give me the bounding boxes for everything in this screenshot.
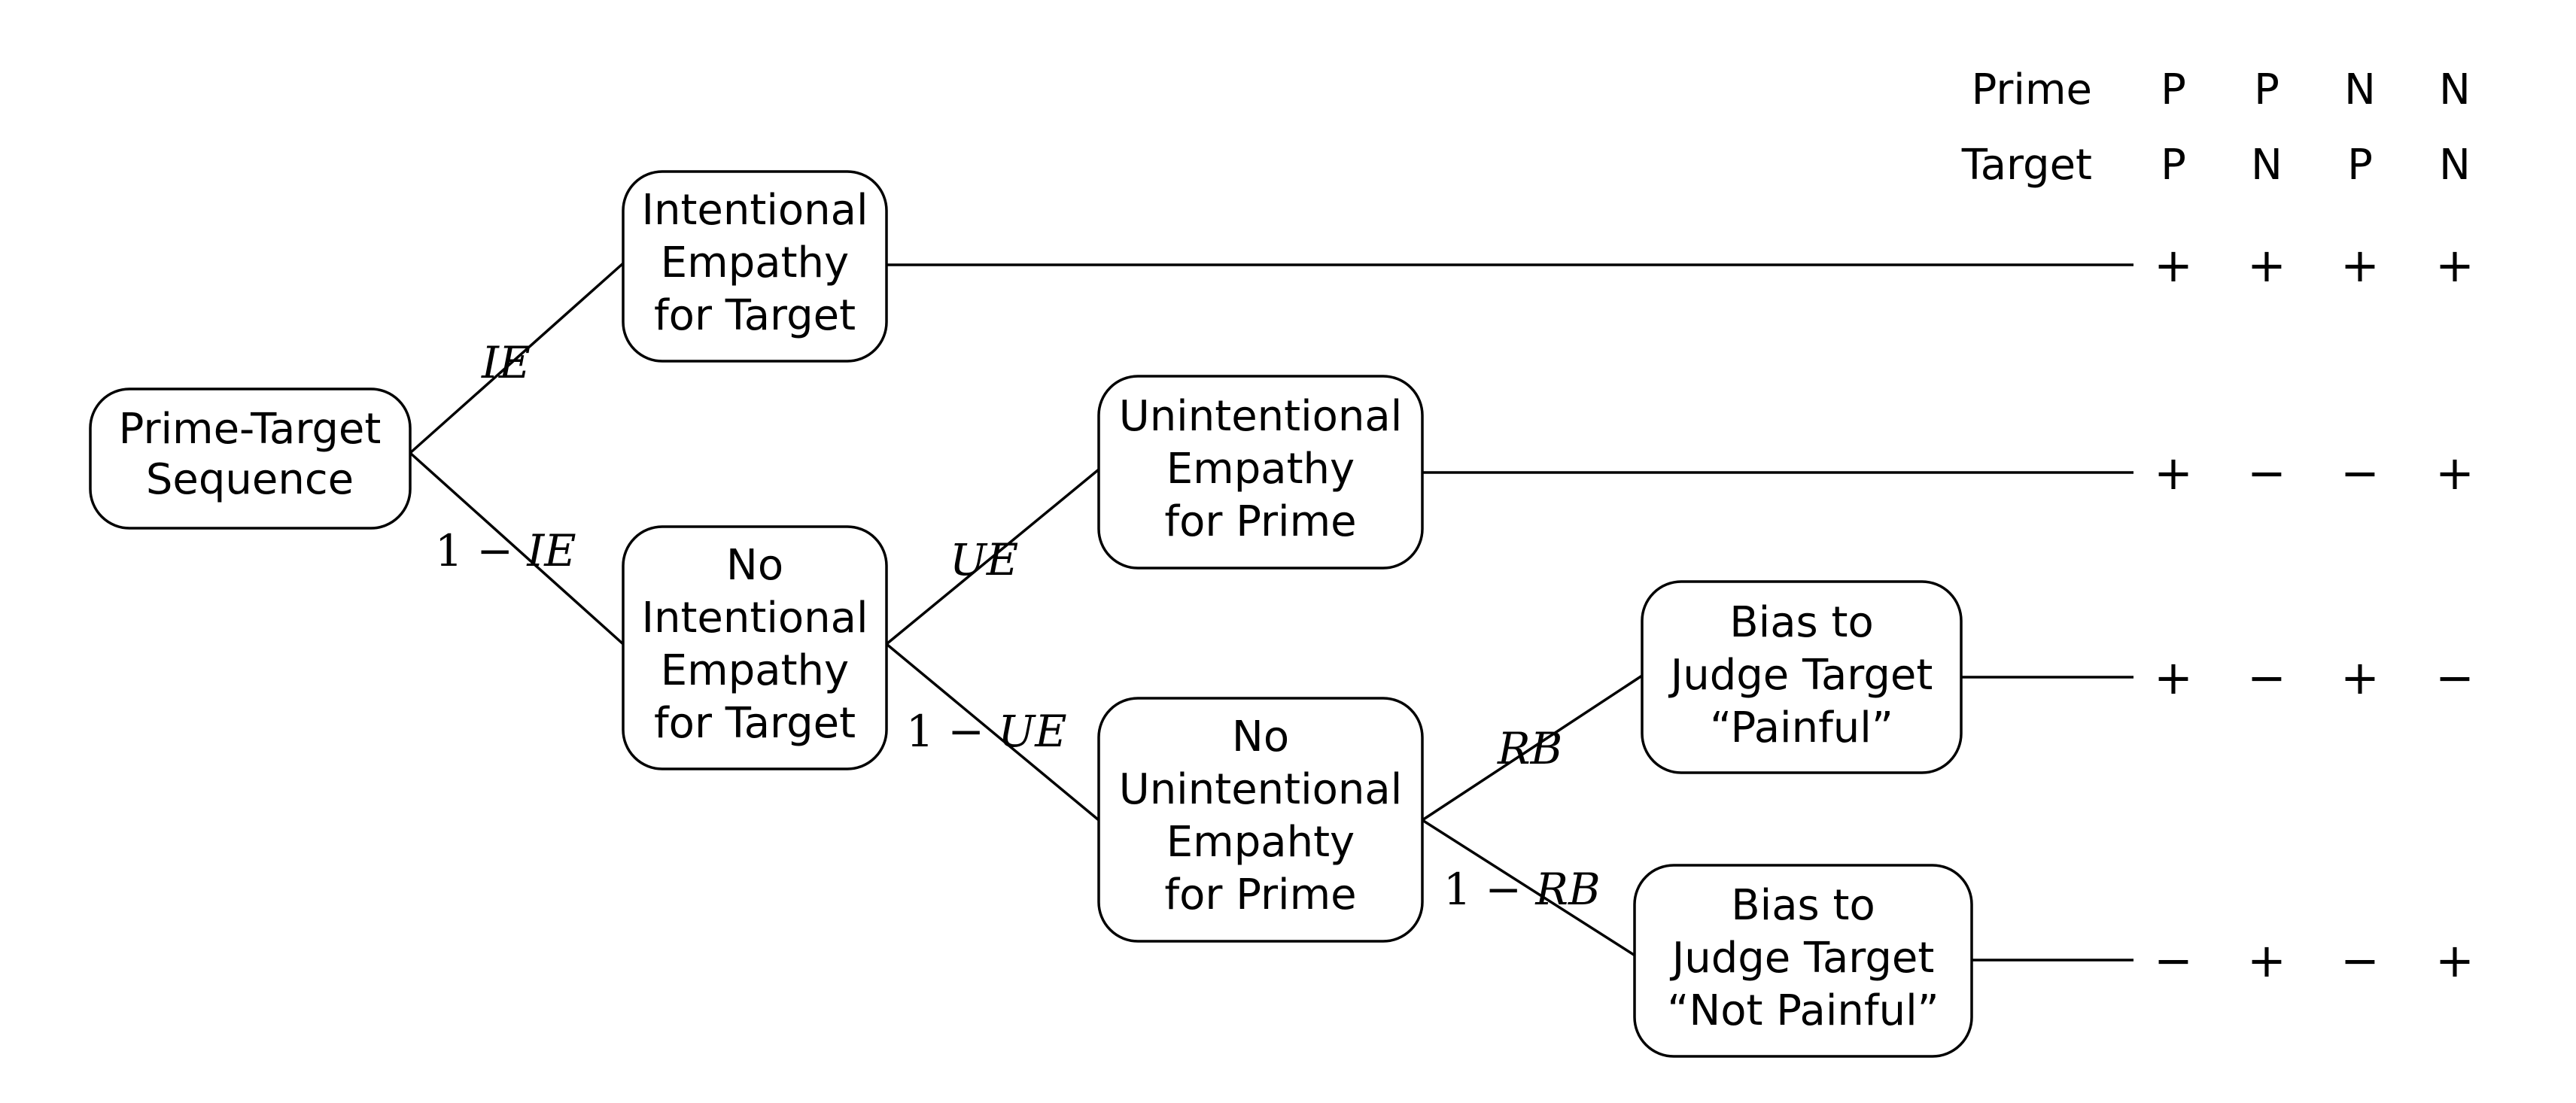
node-no-unintentional-empathy: No Unintentional Empahty for Prime <box>1097 697 1424 943</box>
node-bp-line-2: Judge Target <box>1668 651 1933 700</box>
node-root-line-2: Sequence <box>146 455 354 504</box>
node-unintentional-empathy: Unintentional Empathy for Prime <box>1097 375 1424 570</box>
sign-row-2-col-2: − <box>2247 445 2286 500</box>
edge-nie-to-no-unintentional-empathy <box>885 643 1100 822</box>
sign-row-4-col-3: − <box>2340 933 2380 988</box>
node-nue-line-3: Empahty <box>1166 818 1355 867</box>
header-col-3-prime: N <box>2344 65 2376 114</box>
header-col-1-prime: P <box>2161 65 2186 114</box>
node-intentional-empathy: Intentional Empathy for Target <box>622 170 888 363</box>
node-bias-not-painful: Bias to Judge Target “Not Painful” <box>1633 864 1973 1058</box>
node-ue-line-2: Empathy <box>1166 445 1355 494</box>
sign-row-3-col-2: − <box>2247 650 2286 705</box>
sign-row-1-col-3: + <box>2340 238 2380 293</box>
header-target-label: Target <box>1961 141 2092 190</box>
node-bp-line-1: Bias to <box>1729 598 1874 647</box>
sign-row-4-col-2: + <box>2247 933 2286 988</box>
node-ue-line-1: Unintentional <box>1119 392 1403 441</box>
edge-label-not-rb: 1 − RB <box>1443 864 1601 915</box>
sign-row-1-col-4: + <box>2435 238 2474 293</box>
node-nue-line-1: No <box>1232 713 1289 761</box>
node-bnp-line-1: Bias to <box>1731 881 1875 930</box>
node-bias-painful: Bias to Judge Target “Painful” <box>1641 580 1963 774</box>
node-root: Prime-Target Sequence <box>89 387 412 530</box>
sign-row-3-col-3: + <box>2340 650 2380 705</box>
edge-nue-to-bias-not-painful <box>1422 819 1643 962</box>
sign-row-1-col-2: + <box>2247 238 2286 293</box>
edge-nue-to-bias-painful <box>1422 674 1643 822</box>
outcome-lines <box>887 263 2133 962</box>
node-nie-line-4: for Target <box>654 699 856 748</box>
node-bp-line-3: “Painful” <box>1710 703 1893 752</box>
header-prime-label: Prime <box>1972 65 2092 114</box>
branch-edges <box>409 262 1643 962</box>
header-col-2-prime: P <box>2254 65 2279 114</box>
node-bnp-line-3: “Not Painful” <box>1667 986 1939 1035</box>
sign-row-1-col-1: + <box>2154 238 2193 293</box>
edge-label-ue: UE <box>950 534 1018 585</box>
node-ue-line-3: for Prime <box>1164 497 1356 546</box>
sign-row-2-col-3: − <box>2340 445 2380 500</box>
node-ie-line-1: Intentional <box>641 186 868 235</box>
sign-row-2-col-1: + <box>2154 445 2193 500</box>
node-nue-line-2: Unintentional <box>1119 765 1403 814</box>
edge-label-not-ue: 1 − UE <box>906 706 1067 757</box>
header-col-3-target: P <box>2347 141 2373 190</box>
node-nie-line-1: No <box>726 541 783 590</box>
header-col-2-target: N <box>2251 141 2283 190</box>
node-nie-line-3: Empathy <box>661 646 849 695</box>
header: Prime Target P P N N P N P N <box>1961 65 2471 190</box>
node-nue-line-4: for Prime <box>1164 871 1356 919</box>
edge-nie-to-unintentional-empathy <box>885 468 1100 646</box>
header-col-4-prime: N <box>2439 65 2471 114</box>
node-no-intentional-empathy: No Intentional Empathy for Target <box>622 525 888 770</box>
sign-row-4-col-4: + <box>2435 933 2474 988</box>
node-ie-line-2: Empathy <box>661 239 849 287</box>
edge-label-not-ie: 1 − IE <box>435 525 576 576</box>
edge-root-to-intentional-empathy <box>409 262 625 454</box>
node-bnp-line-2: Judge Target <box>1670 934 1935 983</box>
edge-label-ie: IE <box>481 337 531 388</box>
edge-label-rb: RB <box>1497 723 1562 774</box>
outcome-signs: + + + + + − − + + − + − − + − + <box>2154 238 2474 988</box>
header-col-1-target: P <box>2161 141 2186 190</box>
sign-row-3-col-4: − <box>2435 650 2474 705</box>
header-col-4-target: N <box>2439 141 2471 190</box>
node-root-line-1: Prime-Target <box>119 405 382 454</box>
edge-labels: IE 1 − IE UE 1 − UE RB 1 − RB <box>435 337 1601 915</box>
edge-root-to-no-intentional-empathy <box>409 451 625 646</box>
sign-row-3-col-1: + <box>2154 650 2193 705</box>
node-ie-line-3: for Target <box>654 291 856 340</box>
node-nie-line-2: Intentional <box>641 594 868 643</box>
sign-row-2-col-4: + <box>2435 445 2474 500</box>
sign-row-4-col-1: − <box>2154 933 2193 988</box>
